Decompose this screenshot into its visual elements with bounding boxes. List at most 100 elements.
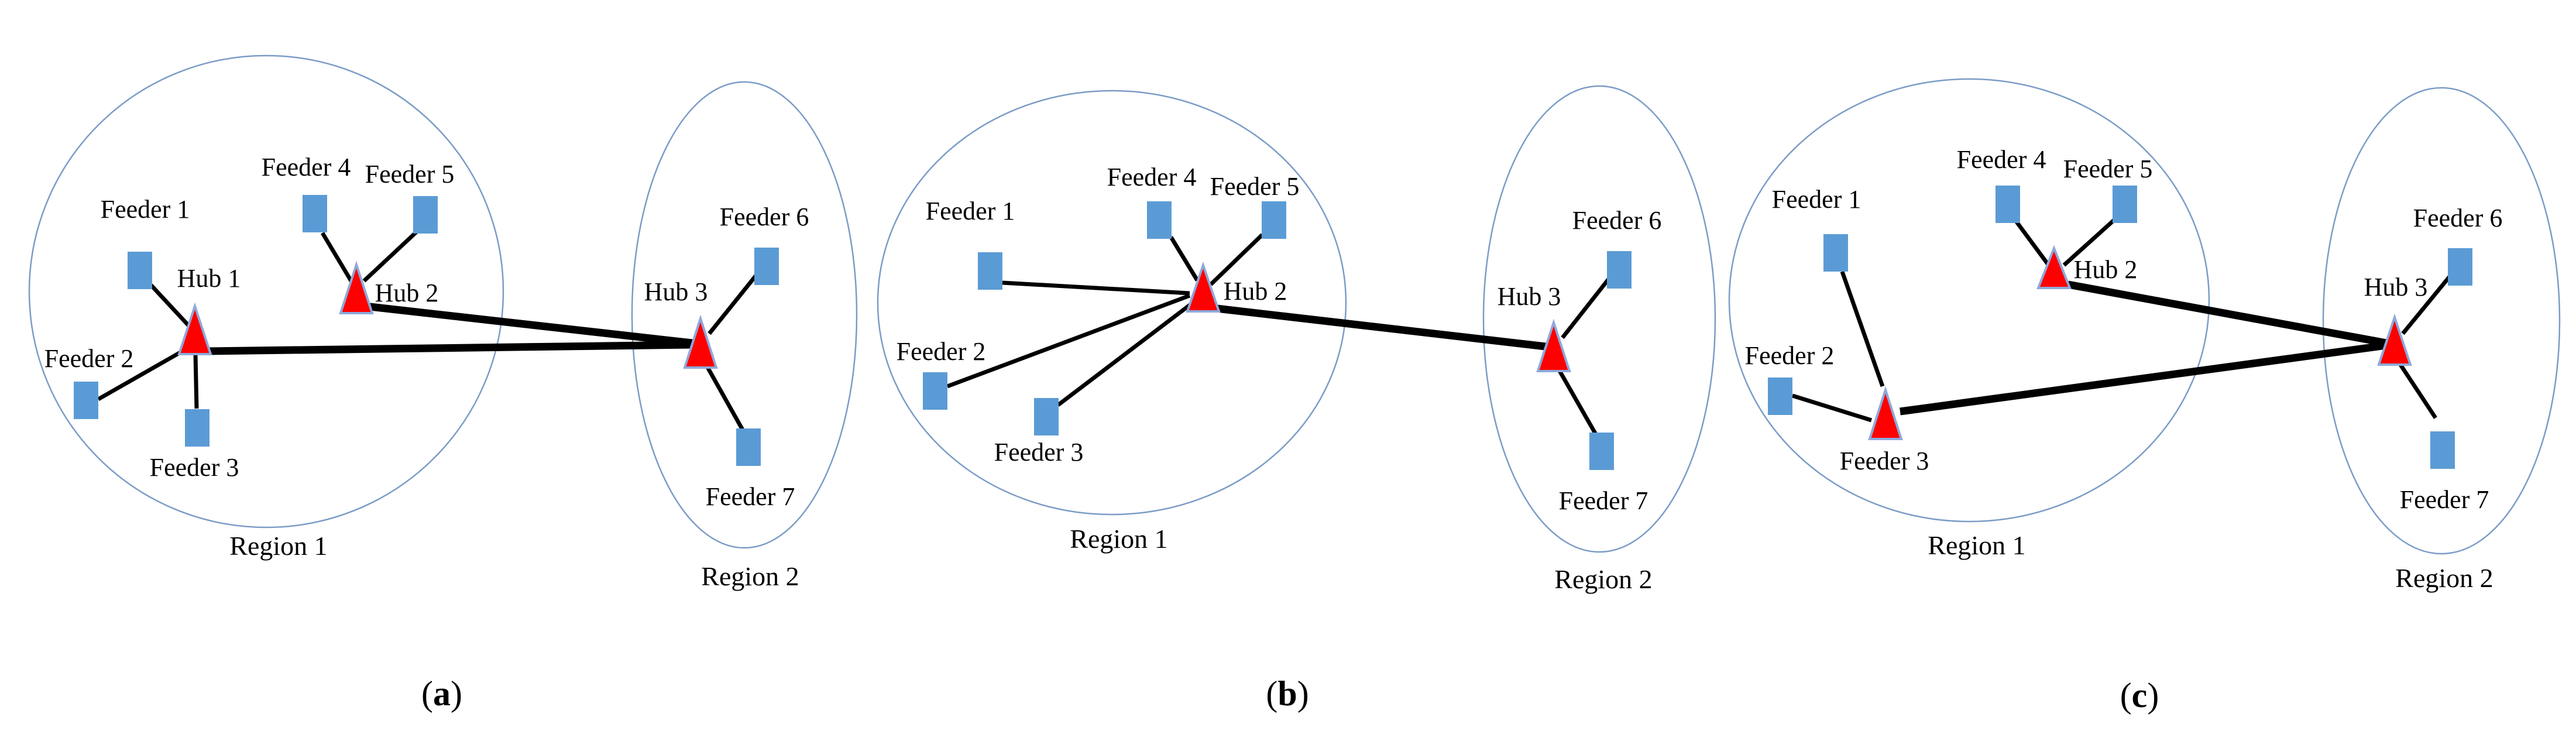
caption-c: (c) [2120,676,2159,715]
hub-2-node [339,260,374,314]
feeder-1-node [978,252,1002,290]
edge-feeder3-hub3 [1900,341,2387,416]
region-1-label: Region 1 [229,531,327,561]
edge-feeder5-hub2 [2062,216,2118,267]
feeder-3-label: Feeder 3 [994,438,1084,466]
feeder-4-node [1147,201,1172,239]
edge-hub3-feeder6 [1561,276,1612,339]
edge-feeder5-hub2 [1209,233,1264,286]
hub-3-node [1536,318,1571,372]
edge-hub3-feeder6 [707,272,759,335]
feeder-4-label: Feeder 4 [1957,145,2046,174]
caption-c-close: ) [2147,676,2159,715]
feeder-2-node [74,382,98,419]
hub-1-node [177,302,212,355]
feeder-7-node [2430,431,2455,469]
caption-c-letter: c [2132,676,2148,715]
edge-hub3-feeder7 [2398,362,2437,419]
edge-feeder2-hub1 [97,347,187,402]
edge-feeder4-hub2 [320,232,353,282]
feeder-6-node [754,248,779,285]
edge-hub1-hub3 [206,341,693,355]
feeder-6-node [2448,248,2472,286]
feeder-2-label: Feeder 2 [44,344,134,373]
feeder-4-node [303,195,327,232]
caption-a-close: ) [451,674,462,713]
feeder-5-label: Feeder 5 [365,160,455,188]
feeder-7-node [1589,433,1614,470]
edge-hub3-feeder7 [1556,368,1598,435]
caption-c-open: ( [2120,676,2132,715]
region-2-boundary [631,81,858,549]
hub-2-label: Hub 2 [375,279,439,307]
hub-1-label: Hub 1 [177,264,241,293]
caption-b-open: ( [1266,674,1277,713]
feeder-1-node [128,252,152,289]
feeder-2-node [1768,378,1792,415]
region-2-label: Region 2 [2395,563,2493,593]
caption-b-close: ) [1297,674,1309,713]
edge-feeder1-hub1 [149,283,191,328]
feeder-5-label: Feeder 5 [2063,155,2153,183]
region-1-boundary [28,54,504,529]
feeder-6-label: Feeder 6 [2413,204,2503,232]
feeder-7-label: Feeder 7 [1559,486,1648,515]
edge-feeder2-hub2 [946,293,1191,389]
edge-feeder3-hub2 [1056,302,1193,407]
edge-feeder5-hub2 [362,230,418,283]
edge-hub3-feeder6 [2401,273,2453,335]
edge-feeder4-hub2 [1169,236,1199,282]
region-1-label: Region 1 [1928,530,2025,560]
region-1-label: Region 1 [1070,524,1167,554]
panel-b: Feeder 1 Feeder 2 Feeder 3 Feeder 4 Feed… [877,85,1716,713]
hub-3-label: Hub 3 [1497,282,1561,311]
feeder-7-label: Feeder 7 [706,482,795,511]
panel-c: Feeder 1 Feeder 2 Feeder 3 Feeder 4 Feed… [1728,78,2561,715]
feeder-6-label: Feeder 6 [720,203,809,231]
feeder-3-label: Feeder 3 [150,453,239,482]
hub-3-label: Hub 3 [644,277,708,306]
feeder-3-node [185,409,209,447]
feeder-5-node [413,196,438,234]
hub-2-node [1186,261,1221,313]
feeder-2-label: Feeder 2 [897,337,986,366]
region-2-boundary [1482,85,1716,553]
feeder-3-label: Feeder 3 [1840,447,1929,475]
feeder-7-node [736,428,761,466]
feeder-3-node [1034,398,1059,435]
edge-feeder2-feeder3 [1791,393,1873,423]
hub-2-node [2036,245,2072,289]
edge-hub2-hub3 [2067,280,2388,347]
hub-3-node [2377,313,2412,366]
feeder-2-label: Feeder 2 [1745,341,1835,370]
region-1-boundary [877,90,1347,516]
caption-b-letter: b [1277,674,1297,713]
feeder-5-node [1262,201,1286,239]
hub-2-label: Hub 2 [1224,277,1287,306]
region-2-boundary [2322,87,2561,555]
feeder-1-label: Feeder 1 [1772,185,1861,214]
feeder-1-label: Feeder 1 [926,197,1015,225]
caption-a-open: ( [421,674,433,713]
feeder-1-node [1823,234,1848,272]
caption-a: (a) [421,674,462,713]
edge-feeder1-feeder3 [1840,270,1885,387]
feeder-7-label: Feeder 7 [2400,485,2489,514]
edge-hub2-hub3 [369,303,693,347]
edge-hub3-feeder7 [703,363,746,432]
hub-2-label: Hub 2 [2074,255,2138,284]
feeder-4-node [1995,186,2020,223]
edge-feeder3-hub1 [193,354,199,409]
region-1-boundary [1728,78,2210,523]
feeder-1-label: Feeder 1 [101,195,190,224]
feeder-3-hub-node [1868,386,1903,440]
feeder-6-node [1607,251,1632,289]
feeder-4-label: Feeder 4 [262,153,351,181]
caption-b: (b) [1266,674,1308,713]
edge-hub2-hub3 [1216,304,1546,351]
feeder-2-node [923,372,947,410]
feeder-6-label: Feeder 6 [1572,206,1662,235]
hub-3-node [683,314,718,369]
